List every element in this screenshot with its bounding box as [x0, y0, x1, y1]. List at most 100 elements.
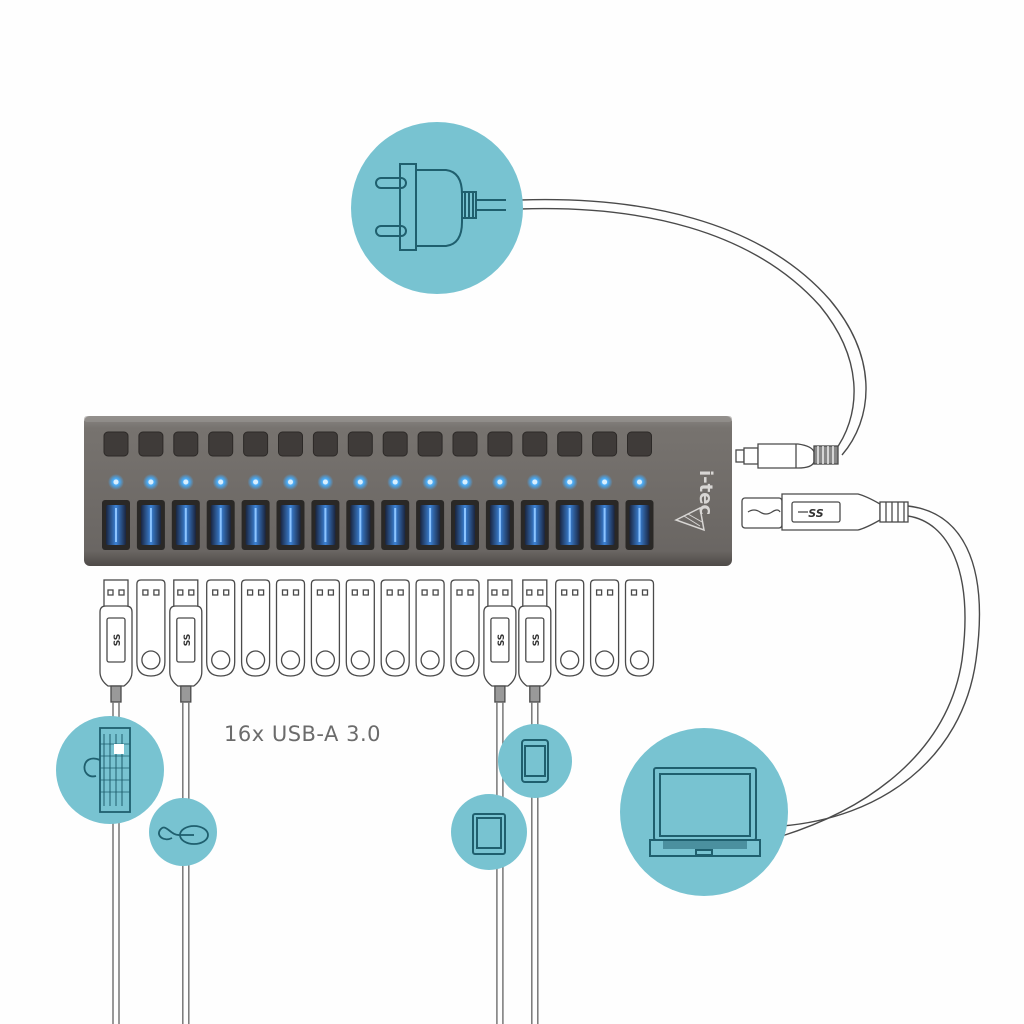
superspeed-label: SS: [113, 634, 123, 647]
usb-a-port: [485, 500, 514, 550]
port-power-switch[interactable]: [312, 431, 338, 457]
port-led-core: [427, 479, 433, 485]
keyboard-icon: [83, 727, 131, 813]
keyring-hole: [455, 650, 475, 670]
port-power-switch[interactable]: [522, 431, 548, 457]
usb-a-port: [206, 500, 235, 550]
port-led-core: [357, 479, 363, 485]
power-plug-icon: [375, 163, 506, 251]
keyring-hole: [315, 650, 336, 670]
smartphone-icon: [521, 739, 549, 783]
port-power-switch[interactable]: [417, 431, 443, 457]
strain-relief: [494, 685, 506, 703]
mouse-icon: [158, 825, 209, 845]
port-power-switch[interactable]: [103, 431, 129, 457]
usb-hub: i-tec: [84, 416, 732, 566]
port-led-core: [113, 479, 119, 485]
usb-a-cable-plug: SS: [483, 579, 517, 703]
usb-a-port: [136, 500, 165, 550]
usb-a-ports: [102, 500, 654, 550]
usb-a-port: [241, 500, 270, 550]
usb-devices-row: SS SS SS SS: [99, 579, 655, 703]
port-power-switch[interactable]: [173, 431, 199, 457]
keyring-hole: [211, 650, 231, 670]
usb-a-port: [311, 500, 340, 550]
usb-a-cable-plug: SS: [169, 579, 203, 703]
usb-a-port: [171, 500, 200, 550]
port-led-core: [637, 479, 642, 485]
port-power-switch[interactable]: [347, 431, 373, 457]
port-power-switch[interactable]: [592, 431, 618, 457]
laptop-icon: [649, 767, 761, 857]
port-power-switch[interactable]: [487, 431, 513, 457]
host-cable: [781, 505, 981, 837]
keyring-hole: [560, 650, 580, 670]
port-count-caption: 16x USB-A 3.0: [224, 722, 381, 746]
keyring-hole: [350, 650, 370, 670]
usb-a-cable-plug: SS: [99, 579, 133, 703]
port-power-switch[interactable]: [208, 431, 234, 457]
port-power-switch[interactable]: [627, 431, 652, 457]
usb-flash-drive: [624, 579, 655, 677]
keyring-hole: [385, 650, 405, 670]
tablet-badge: [451, 794, 527, 870]
keyring-hole: [245, 650, 266, 670]
usb-flash-drive: [380, 579, 410, 677]
superspeed-label: SS: [183, 634, 193, 647]
port-led-core: [218, 479, 224, 485]
port-power-switch[interactable]: [557, 431, 583, 457]
usb-b-connector: SS: [741, 493, 909, 531]
superspeed-label: SS: [532, 634, 542, 647]
port-power-switch[interactable]: [278, 431, 303, 457]
mouse-badge: [149, 798, 217, 866]
usb-flash-drive: [415, 579, 445, 677]
port-led-core: [497, 479, 503, 485]
port-status-leds: [108, 474, 648, 490]
tablet-icon: [472, 813, 506, 855]
strain-relief: [529, 685, 541, 703]
dc-barrel-jack: [735, 443, 839, 469]
keyring-hole: [629, 650, 650, 670]
brand-logo-text: i-tec: [695, 470, 716, 515]
strain-relief: [110, 685, 122, 703]
usb-a-port: [590, 500, 619, 550]
usb-a-port: [276, 500, 305, 550]
keyring-hole: [420, 650, 440, 670]
usb-a-port: [346, 500, 375, 550]
power-plug-badge: [351, 122, 523, 294]
usb-flash-drive: [555, 579, 585, 677]
superspeed-symbol: SS: [808, 507, 824, 520]
usb-flash-drive: [240, 579, 271, 677]
keyring-hole: [280, 650, 301, 670]
usb-flash-drive: [345, 579, 375, 677]
port-power-switch[interactable]: [243, 431, 269, 457]
port-led-core: [602, 479, 608, 485]
port-power-switch[interactable]: [452, 431, 478, 457]
usb-a-cable-plug: SS: [518, 579, 552, 703]
port-led-core: [288, 479, 293, 485]
port-led-core: [183, 479, 189, 485]
usb-a-port: [625, 500, 654, 550]
usb-a-port: [416, 500, 445, 550]
keyboard-badge: [56, 716, 164, 824]
usb-flash-drive: [450, 579, 480, 677]
port-led-core: [148, 479, 154, 485]
port-led-core: [532, 479, 538, 485]
usb-flash-drive: [310, 579, 341, 677]
port-power-switch[interactable]: [382, 431, 408, 457]
keyring-hole: [594, 650, 615, 670]
usb-a-port: [520, 500, 549, 550]
usb-a-port: [555, 500, 584, 550]
brand-logo: i-tec: [674, 470, 716, 532]
superspeed-label: SS: [497, 634, 507, 647]
strain-relief: [180, 685, 192, 703]
port-led-core: [462, 479, 468, 485]
port-power-switch[interactable]: [138, 431, 164, 457]
port-led-core: [567, 479, 573, 485]
power-cable: [519, 198, 867, 456]
keyring-hole: [141, 650, 161, 670]
port-power-switches: [103, 431, 652, 457]
usb-flash-drive: [136, 579, 166, 677]
usb-flash-drive: [206, 579, 236, 677]
